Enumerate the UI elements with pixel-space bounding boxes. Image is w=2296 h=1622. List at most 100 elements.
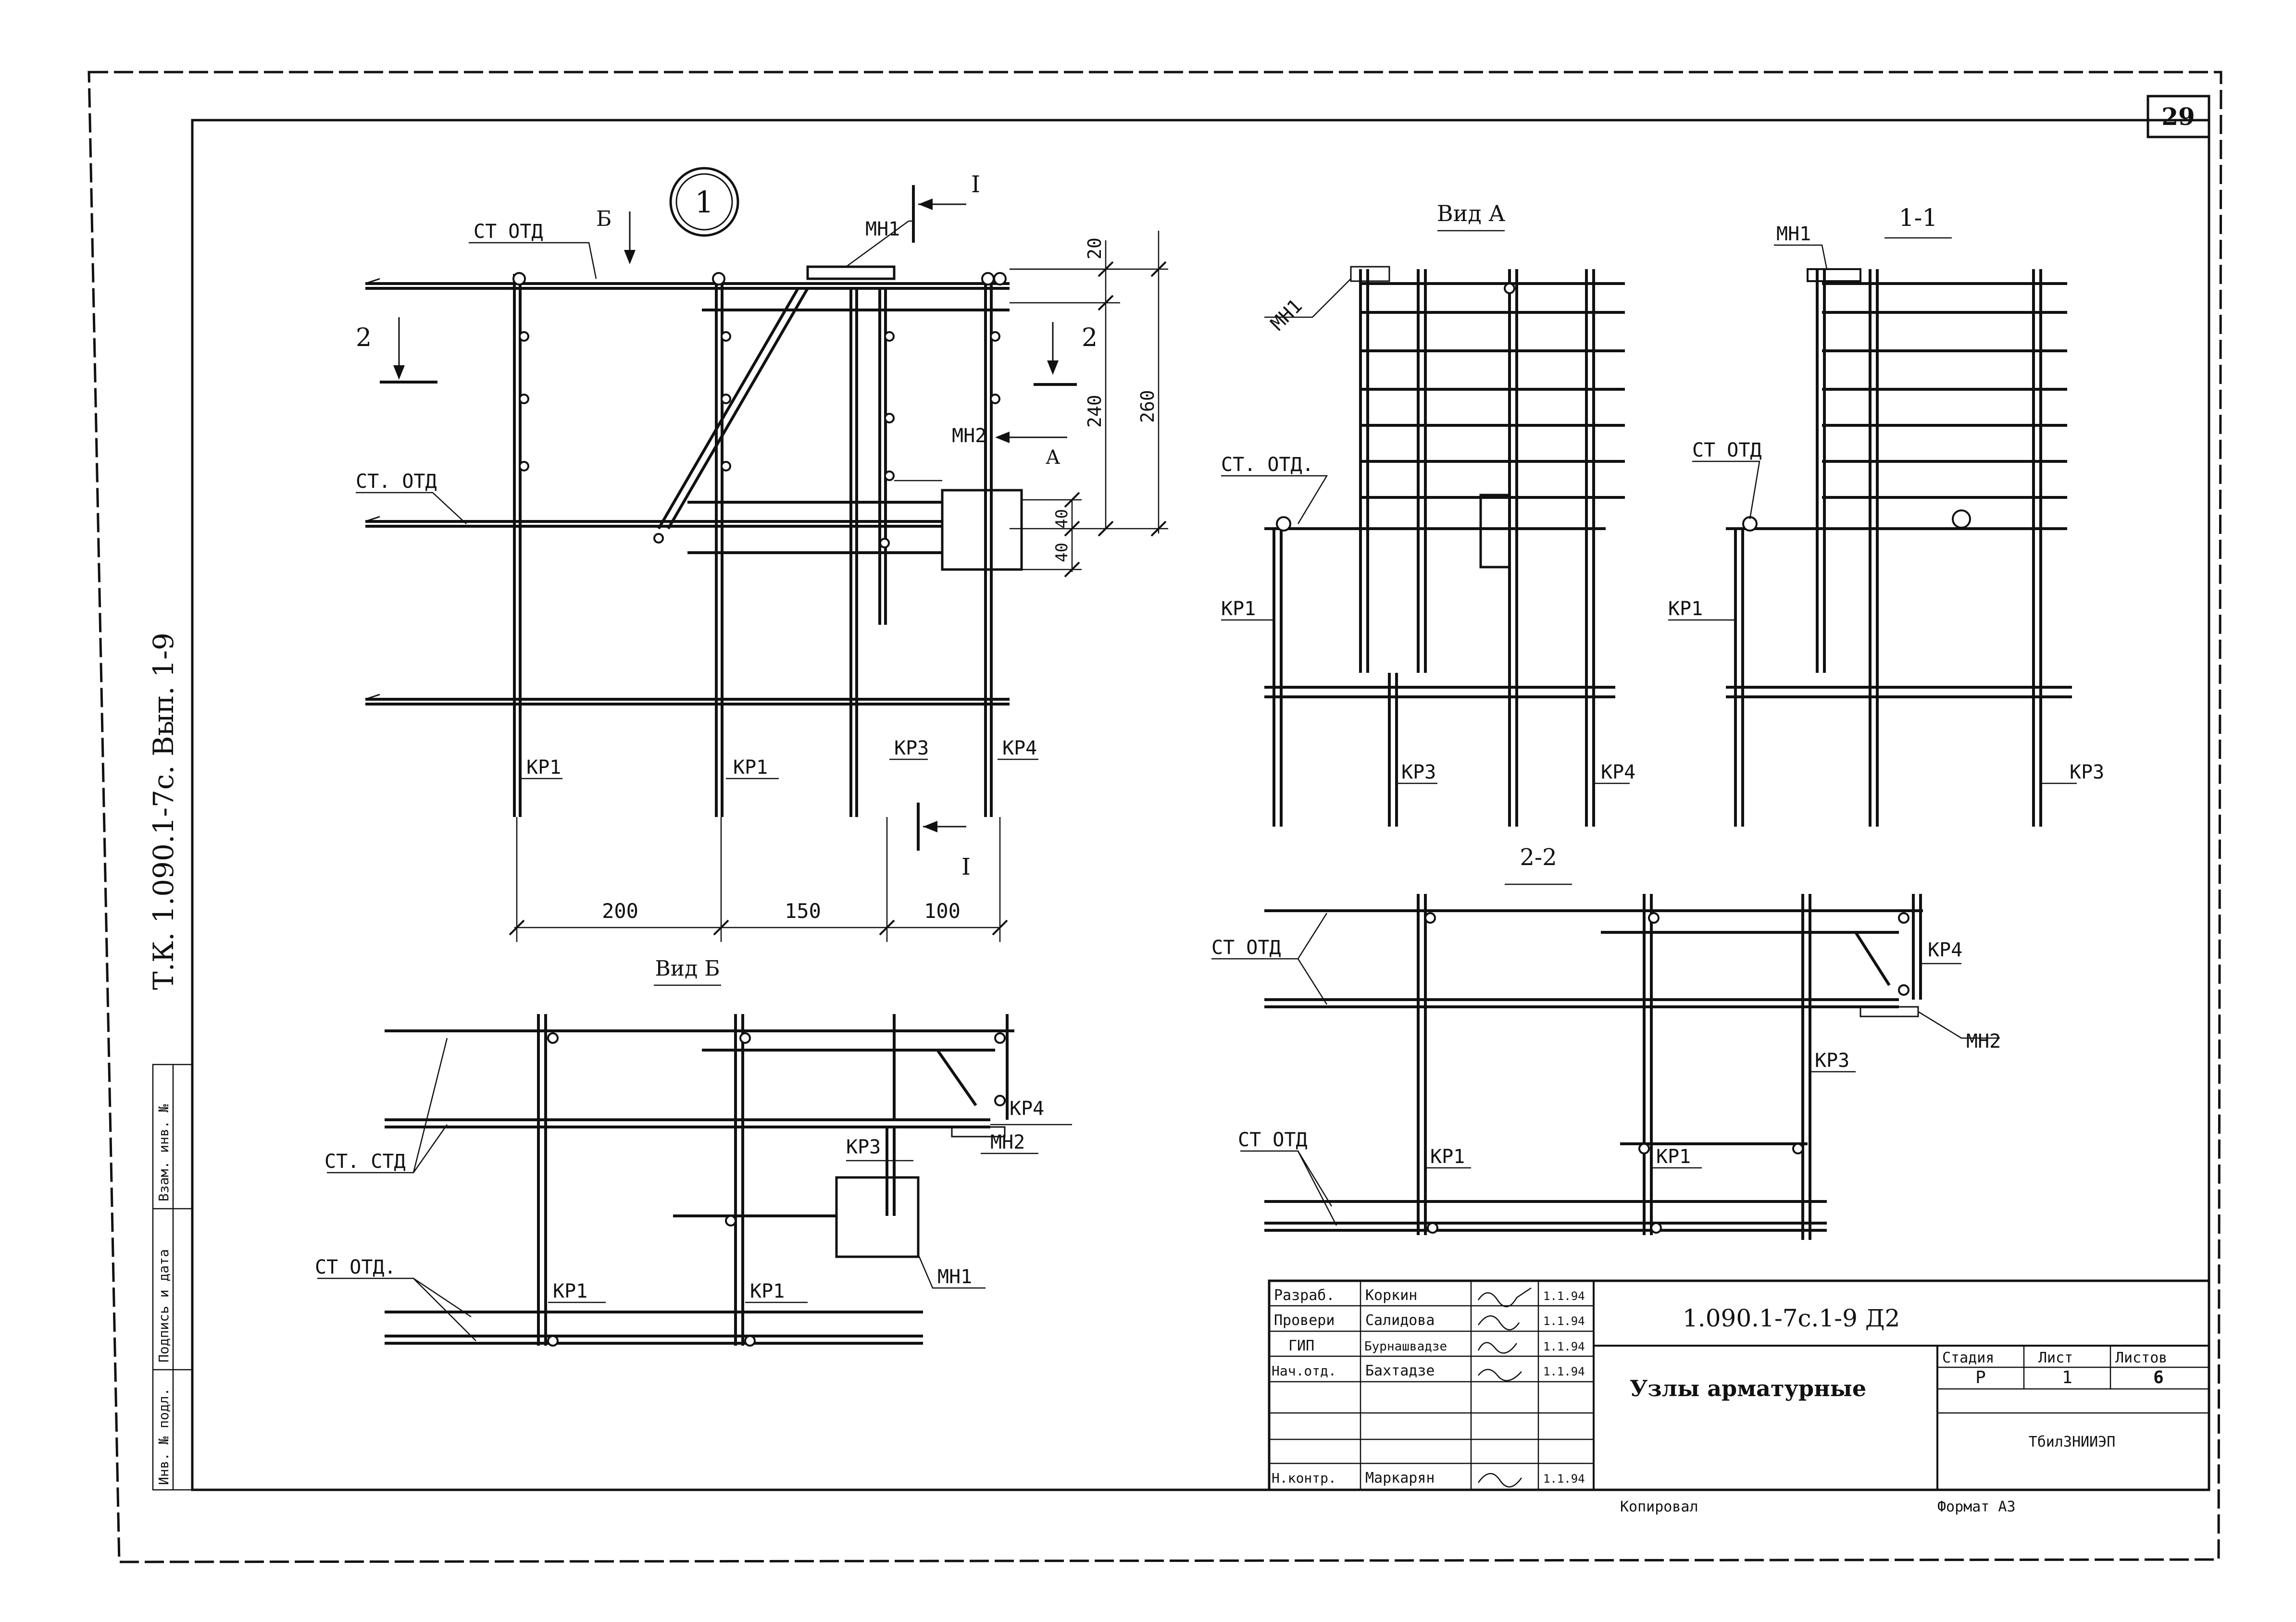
role: Нач.отд. (1272, 1363, 1336, 1379)
view-b-mn1-label: МН1 (937, 1266, 972, 1288)
section-1-mn-label: МН1 (1776, 223, 1811, 245)
view-b-mn2-label: МН2 (990, 1131, 1025, 1153)
section-2-kp1b-label: КР1 (1656, 1146, 1691, 1168)
view-a-mn-label: МН1 (1267, 295, 1307, 335)
rebar-rings (512, 272, 1007, 548)
outer-border (87, 71, 2222, 1563)
organization: ТбилЗНИИЭП (2029, 1434, 2116, 1450)
view-a-kp1-label: КР1 (1221, 598, 1256, 620)
dim-240: 240 (1084, 395, 1105, 428)
view-b-ct-bot-label: СТ ОТД. (315, 1256, 396, 1278)
sheets-value: 6 (2153, 1368, 2164, 1387)
dim-100: 100 (924, 899, 961, 923)
title-row-3: Нач.отд. Бахтадзе 1.1.94 (1272, 1362, 1585, 1379)
ct-mid-label: СТ. ОТД (356, 471, 437, 493)
dim-40a: 40 (1052, 509, 1072, 529)
mn-top-label: МН1 (865, 218, 900, 240)
section-2-right: 2 (1082, 323, 1098, 352)
name: Коркин (1365, 1287, 1417, 1304)
main-view: 1 I Б 2 2 А (356, 167, 1168, 942)
date: 1.1.94 (1543, 1472, 1585, 1486)
dim-150: 150 (785, 899, 821, 923)
view-b-kp3-label: КР3 (846, 1136, 881, 1158)
view-b-ct-top-label: СТ. СТД (324, 1151, 406, 1173)
dim-260: 260 (1137, 390, 1158, 423)
doc-code: 1.090.1-7с.1-9 Д2 (1683, 1304, 1900, 1332)
title-row-6: Н.контр. Маркарян 1.1.94 (1272, 1470, 1585, 1486)
view-a-mark: А (1046, 446, 1060, 469)
section-2-ct-bot-label: СТ ОТД (1238, 1129, 1308, 1151)
kp1a-label: КР1 (526, 756, 561, 779)
doc-name: Узлы арматурные (1630, 1375, 1866, 1401)
format-label: Формат А3 (1937, 1498, 2016, 1515)
role: Провери (1274, 1312, 1335, 1329)
view-a-kp4-label: КР4 (1601, 761, 1635, 783)
signatures (1477, 1287, 1532, 1488)
section-2-mn2-label: МН2 (1966, 1030, 2001, 1052)
date: 1.1.94 (1543, 1314, 1585, 1328)
section-2-left: 2 (356, 323, 372, 352)
kp4-label: КР4 (1002, 737, 1037, 759)
name: Маркарян (1365, 1470, 1435, 1486)
title-row-2: ГИП Бурнашвадзе 1.1.94 (1288, 1337, 1585, 1354)
section-2-kp1a-label: КР1 (1430, 1146, 1465, 1168)
node-number: 1 (695, 185, 713, 220)
copied-label: Копировал (1620, 1498, 1698, 1515)
name: Салидова (1365, 1312, 1435, 1329)
name: Бахтадзе (1365, 1362, 1435, 1379)
view-b-kp4-label: КР4 (1010, 1098, 1044, 1120)
inner-frame (191, 119, 2210, 1491)
title-block: Разраб. Коркин 1.1.94 Провери Салидова 1… (1268, 1279, 2210, 1491)
sheet-number-box: 29 (2146, 95, 2210, 138)
view-b-kp1a-label: КР1 (553, 1280, 587, 1302)
side-label: Т.К. 1.090.1-7с. Вып. 1-9 (147, 632, 180, 990)
view-b-mark: Б (596, 207, 611, 231)
stage-value: Р (1975, 1368, 1986, 1387)
date: 1.1.94 (1543, 1365, 1585, 1378)
section-1-kp3-label: КР3 (2070, 761, 2104, 783)
section-mark-top: I (971, 171, 980, 198)
stage-header: Стадия (1942, 1350, 1994, 1366)
section-1-title: 1-1 (1899, 204, 1938, 232)
title-row-1: Провери Салидова 1.1.94 (1274, 1312, 1585, 1329)
view-a-title: Вид А (1437, 200, 1505, 226)
left-stamp: Инв. № подл. Подпись и дата Взам. инв. № (152, 1064, 193, 1491)
view-b-kp1b-label: КР1 (750, 1280, 785, 1302)
name: Бурнашвадзе (1364, 1339, 1447, 1354)
dim-20: 20 (1084, 237, 1105, 260)
dim-200: 200 (602, 899, 638, 923)
role: Разраб. (1274, 1287, 1335, 1304)
date: 1.1.94 (1543, 1340, 1585, 1353)
role: ГИП (1288, 1337, 1314, 1354)
stamp-inv: Инв. № подл. (156, 1388, 172, 1485)
section-2-title: 2-2 (1520, 844, 1557, 871)
stamp-sign: Подпись и дата (156, 1249, 172, 1362)
view-a-kp3-label: КР3 (1401, 761, 1436, 783)
section-1: 1-1 МН1 СТ ОТД КР1 КР3 (1668, 204, 2104, 827)
section-2-kp4-label: КР4 (1928, 939, 1962, 961)
section-2-kp3-label: КР3 (1815, 1050, 1849, 1072)
section-1-kp1-label: КР1 (1668, 598, 1703, 620)
sheet-header: Лист (2038, 1350, 2073, 1366)
sheets-header: Листов (2115, 1350, 2167, 1366)
date: 1.1.94 (1543, 1289, 1585, 1303)
kp1b-label: КР1 (733, 756, 768, 779)
kp3-label: КР3 (894, 737, 929, 759)
view-a: Вид А МН1 СТ. ОТД (1221, 200, 1635, 827)
role: Н.контр. (1272, 1470, 1336, 1486)
section-2: 2-2 СТ ОТД СТ ОТД КР4 МН (1211, 844, 2001, 1240)
mn-mid-label: МН2 (952, 425, 986, 447)
dim-40b: 40 (1052, 543, 1072, 562)
section-2-ct-top-label: СТ ОТД (1211, 937, 1281, 959)
view-a-ct-label: СТ. ОТД. (1221, 454, 1314, 476)
view-b: Вид Б СТ. СТД СТ ОТД. (315, 956, 1072, 1347)
sheet-value: 1 (2062, 1368, 2072, 1387)
section-1-ct-label: СТ ОТД (1692, 439, 1762, 461)
ct-top-label: СТ ОТД (474, 221, 543, 243)
section-mark-bottom: I (961, 854, 971, 880)
view-b-title: Вид Б (655, 956, 720, 981)
stamp-replace: Взам. инв. № (156, 1104, 172, 1201)
title-row-0: Разраб. Коркин 1.1.94 (1274, 1287, 1585, 1304)
sheet-number: 29 (2161, 102, 2195, 131)
